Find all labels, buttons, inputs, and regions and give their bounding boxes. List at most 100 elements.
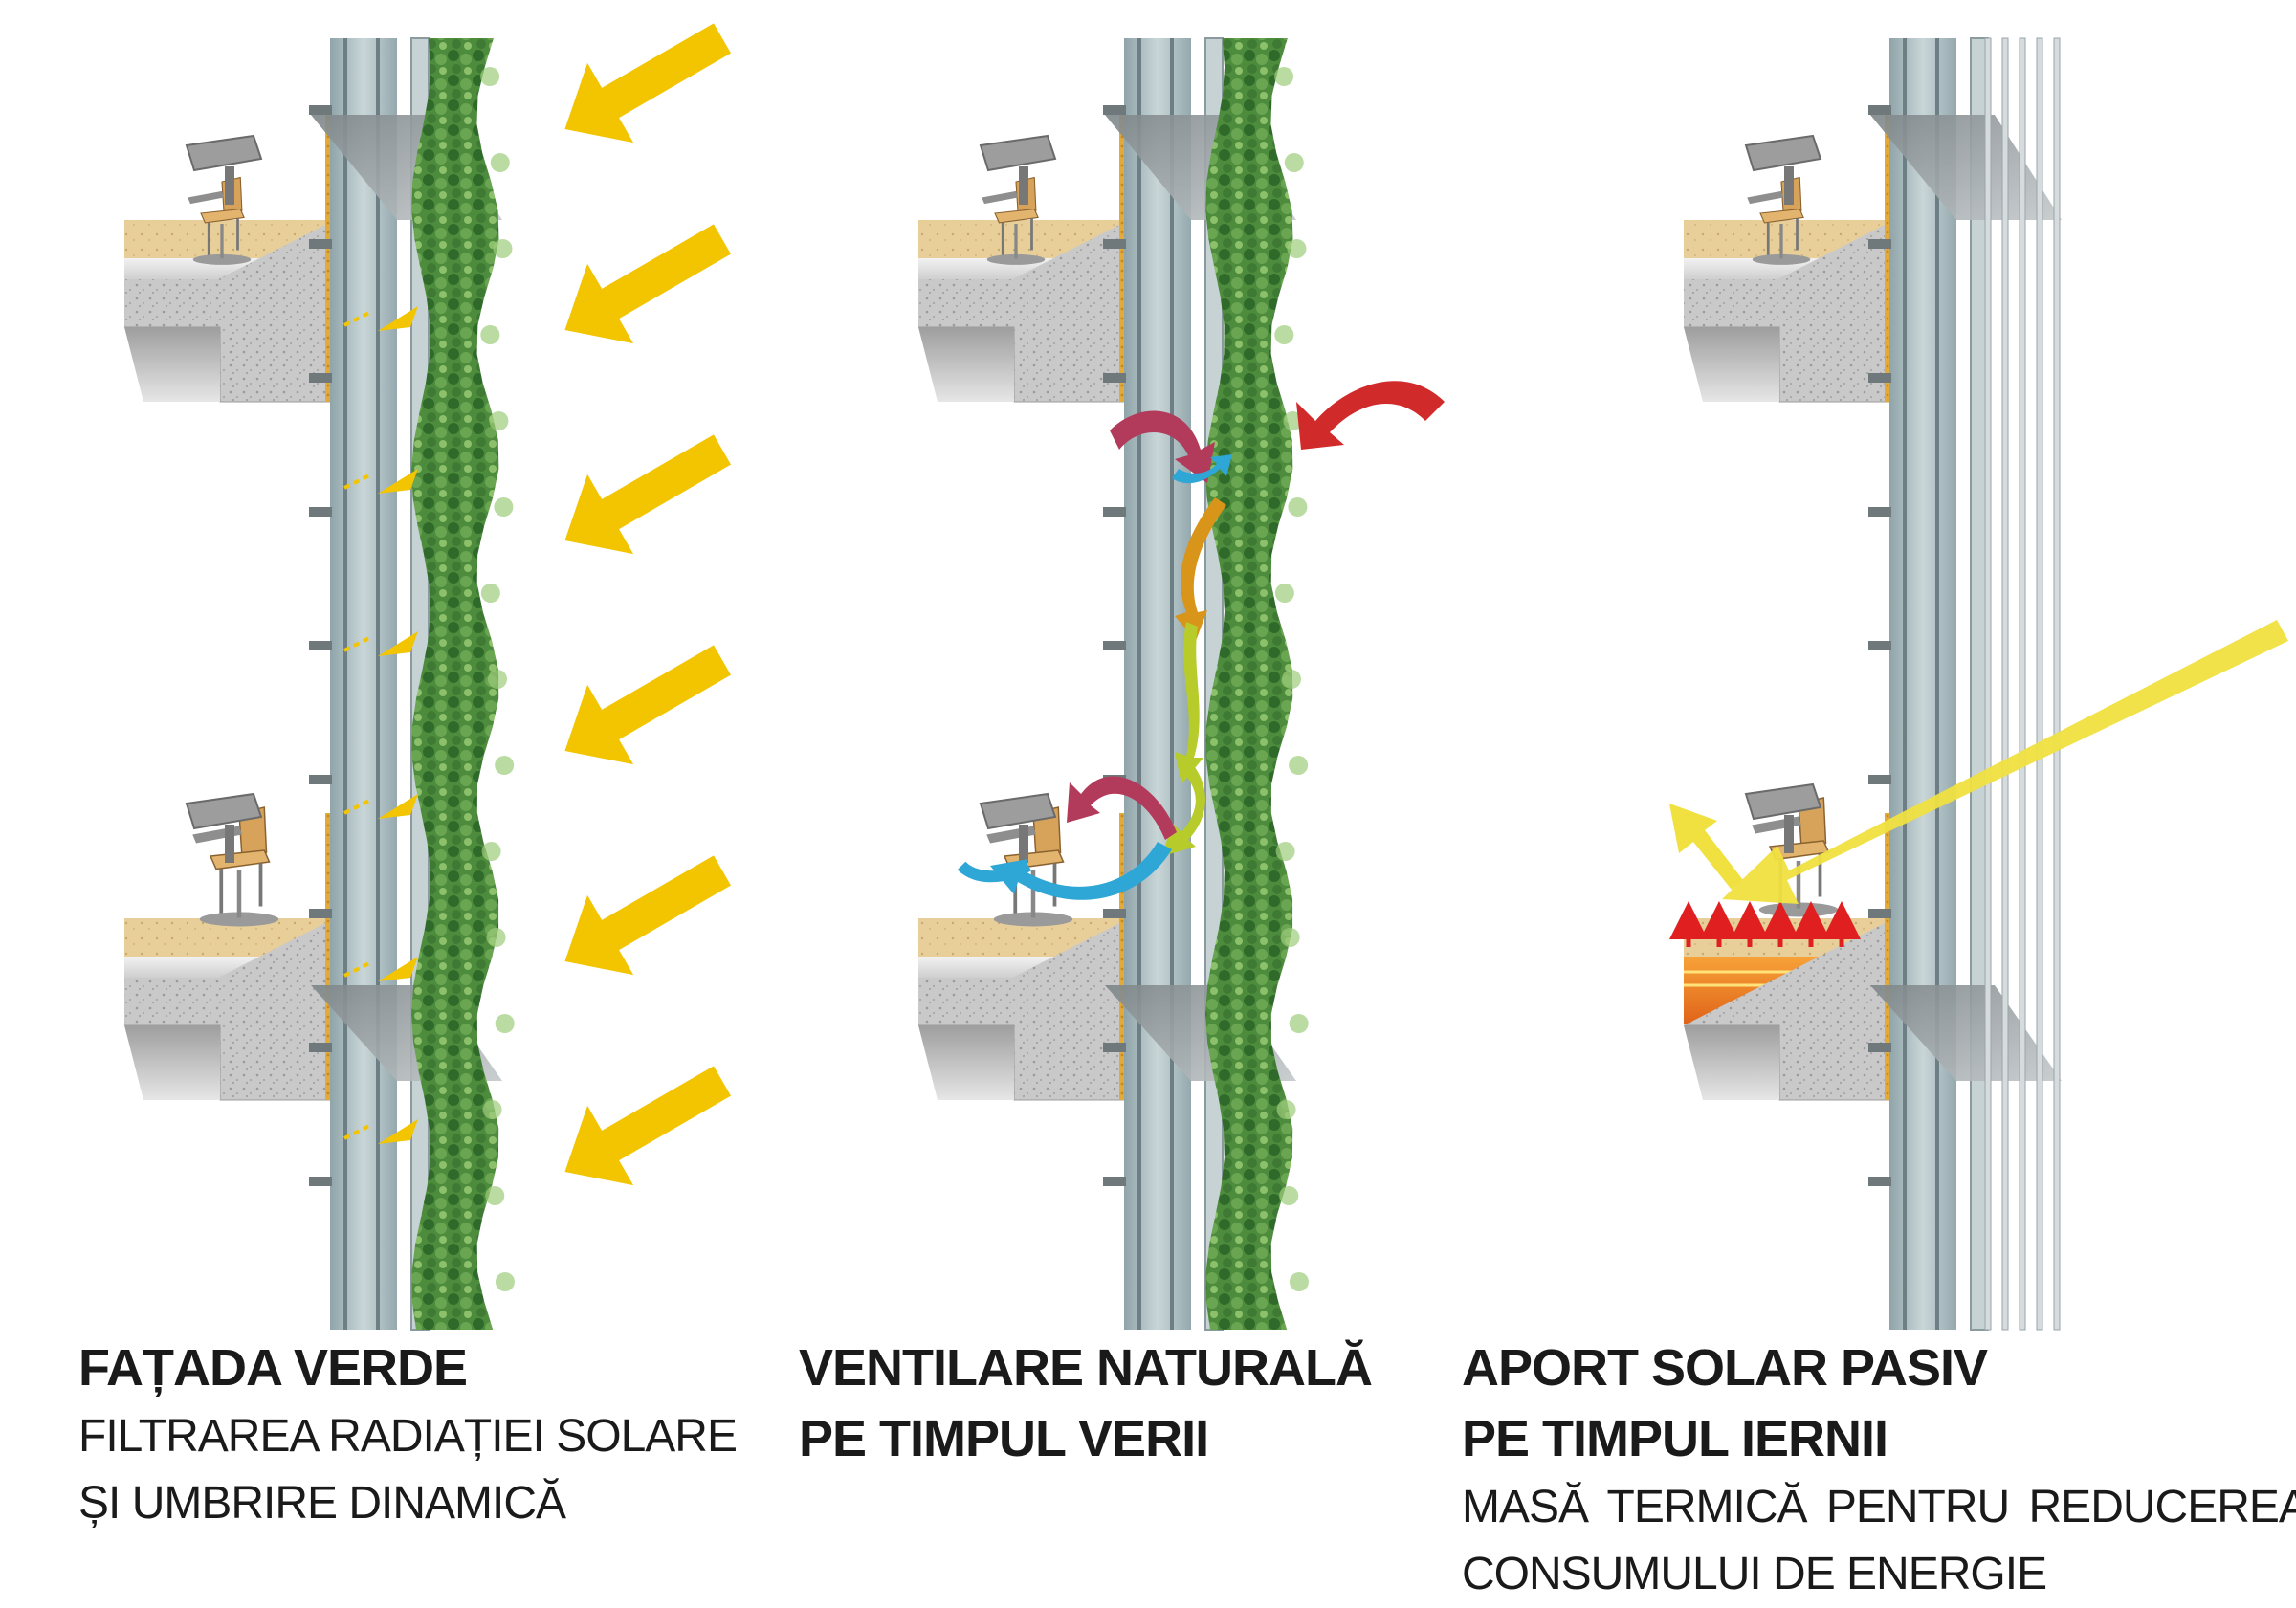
sun-ray-arrow [564,434,731,555]
glass-facade [330,38,397,1330]
sun-ray-arrow [564,1066,731,1186]
vertical-rod [2001,37,2009,1331]
ivy-leaf [480,325,500,344]
bracket [1103,641,1126,650]
ivy-leaf [494,497,514,517]
filtered-ray-arrow [378,469,418,494]
ivy-leaf [493,239,513,258]
bracket [1868,641,1891,650]
ceiling [918,327,1014,402]
bracket [309,1043,332,1052]
airflow-arrow [990,842,1172,900]
ceiling [918,1025,1014,1100]
bracket [1103,507,1126,517]
ivy-leaf [495,756,515,775]
ivy-leaf [1279,1186,1299,1205]
filtered-ray-arrow [378,957,418,981]
bracket [1103,239,1126,249]
airflow-arrow [1067,776,1177,840]
ivy-green-wall [1205,38,1293,1330]
shading-fin [1870,985,2062,1081]
ivy-leaf [490,153,510,172]
panel-subtitle-line: ȘI UMBRIRE DINAMICĂ [78,1478,566,1529]
vertical-rod [2036,37,2043,1331]
ivy-leaf [1274,325,1294,344]
panel-subtitle-line: CONSUMULUI DE ENERGIE [1462,1549,2047,1599]
panel-caption-natural-ventilation: VENTILARE NATURALĂ PE TIMPUL VERII [799,1333,1373,1474]
ivy-leaf [1288,497,1308,517]
desk-lamp-icon [185,134,263,205]
panel-green-facade [124,23,731,1331]
ivy-leaf [480,67,500,86]
bracket [309,239,332,249]
ivy-leaf [1280,928,1300,947]
floor-slab [124,813,348,1101]
ivy-leaf [1282,670,1302,689]
filtered-ray [343,635,372,652]
ivy-green-wall [411,38,499,1330]
bracket [1868,775,1891,784]
panel-title-line: PE TIMPUL VERII [799,1410,1209,1467]
vertical-rod [2019,37,2026,1331]
bracket [1868,105,1891,115]
ivy-leaf [1275,842,1295,861]
bracket [309,105,332,115]
vertical-rod [2053,37,2061,1331]
ivy-leaf [1289,1272,1309,1291]
bracket [309,641,332,650]
bracket [1103,105,1126,115]
airflow-arrow [1110,410,1215,483]
bracket [1868,239,1891,249]
panel-subtitle-line: MASĂ TERMICĂ PENTRU REDUCEREA [1462,1482,2296,1532]
ivy-leaf [486,928,506,947]
bracket [1103,1177,1126,1186]
filtered-ray [343,1123,372,1140]
panel-title-line: FAȚADA VERDE [78,1339,468,1397]
filtered-ray [343,798,372,815]
bracket [1103,1043,1126,1052]
shading-fin [1870,115,2062,220]
bracket [1868,507,1891,517]
bracket [309,909,332,918]
sun-ray-arrow [1669,804,1743,890]
ivy-leaf [489,411,509,430]
ivy-leaf [480,584,500,603]
panel-title-line: PE TIMPUL IERNII [1462,1410,1888,1467]
airflow-arrow [1172,454,1232,484]
ceiling [1684,1025,1779,1100]
filtered-ray-arrow [378,1119,418,1144]
ceiling [124,1025,220,1100]
ivy-leaf [1274,67,1294,86]
ceiling [124,327,220,402]
sun-ray-arrow [564,645,731,765]
panel-caption-passive-solar: APORT SOLAR PASIV PE TIMPUL IERNII MASĂ … [1462,1333,2296,1608]
sun-ray-arrow [564,224,731,344]
airflow-arrow [1296,381,1445,450]
bracket [1868,909,1891,918]
ivy-leaf [1289,756,1309,775]
desk-lamp-icon [979,792,1057,863]
sun-ray-arrow [564,23,731,143]
desk-lamp-icon [979,134,1057,205]
bracket [309,775,332,784]
ivy-leaf [1289,1014,1309,1033]
filtered-ray [343,473,372,490]
airflow-arrow [1175,497,1226,641]
filtered-ray-arrow [378,794,418,819]
panel-subtitle-line: FILTRAREA RADIAȚIEI SOLARE [78,1411,738,1462]
panel-passive-solar [1669,37,2288,1331]
panel-natural-ventilation [918,37,1445,1331]
sun-ray-arrow [1722,620,2288,904]
ivy-leaf [1287,239,1307,258]
panel-title-line: VENTILARE NATURALĂ [799,1339,1373,1397]
ivy-leaf [1284,153,1304,172]
filtered-ray-arrow [378,631,418,656]
desk-lamp-icon [1744,782,1822,853]
ivy-leaf [1283,411,1303,430]
bracket [309,373,332,383]
ivy-leaf [1274,584,1294,603]
bracket [1103,909,1126,918]
ivy-leaf [495,1014,515,1033]
vertical-rod [1984,37,1992,1331]
